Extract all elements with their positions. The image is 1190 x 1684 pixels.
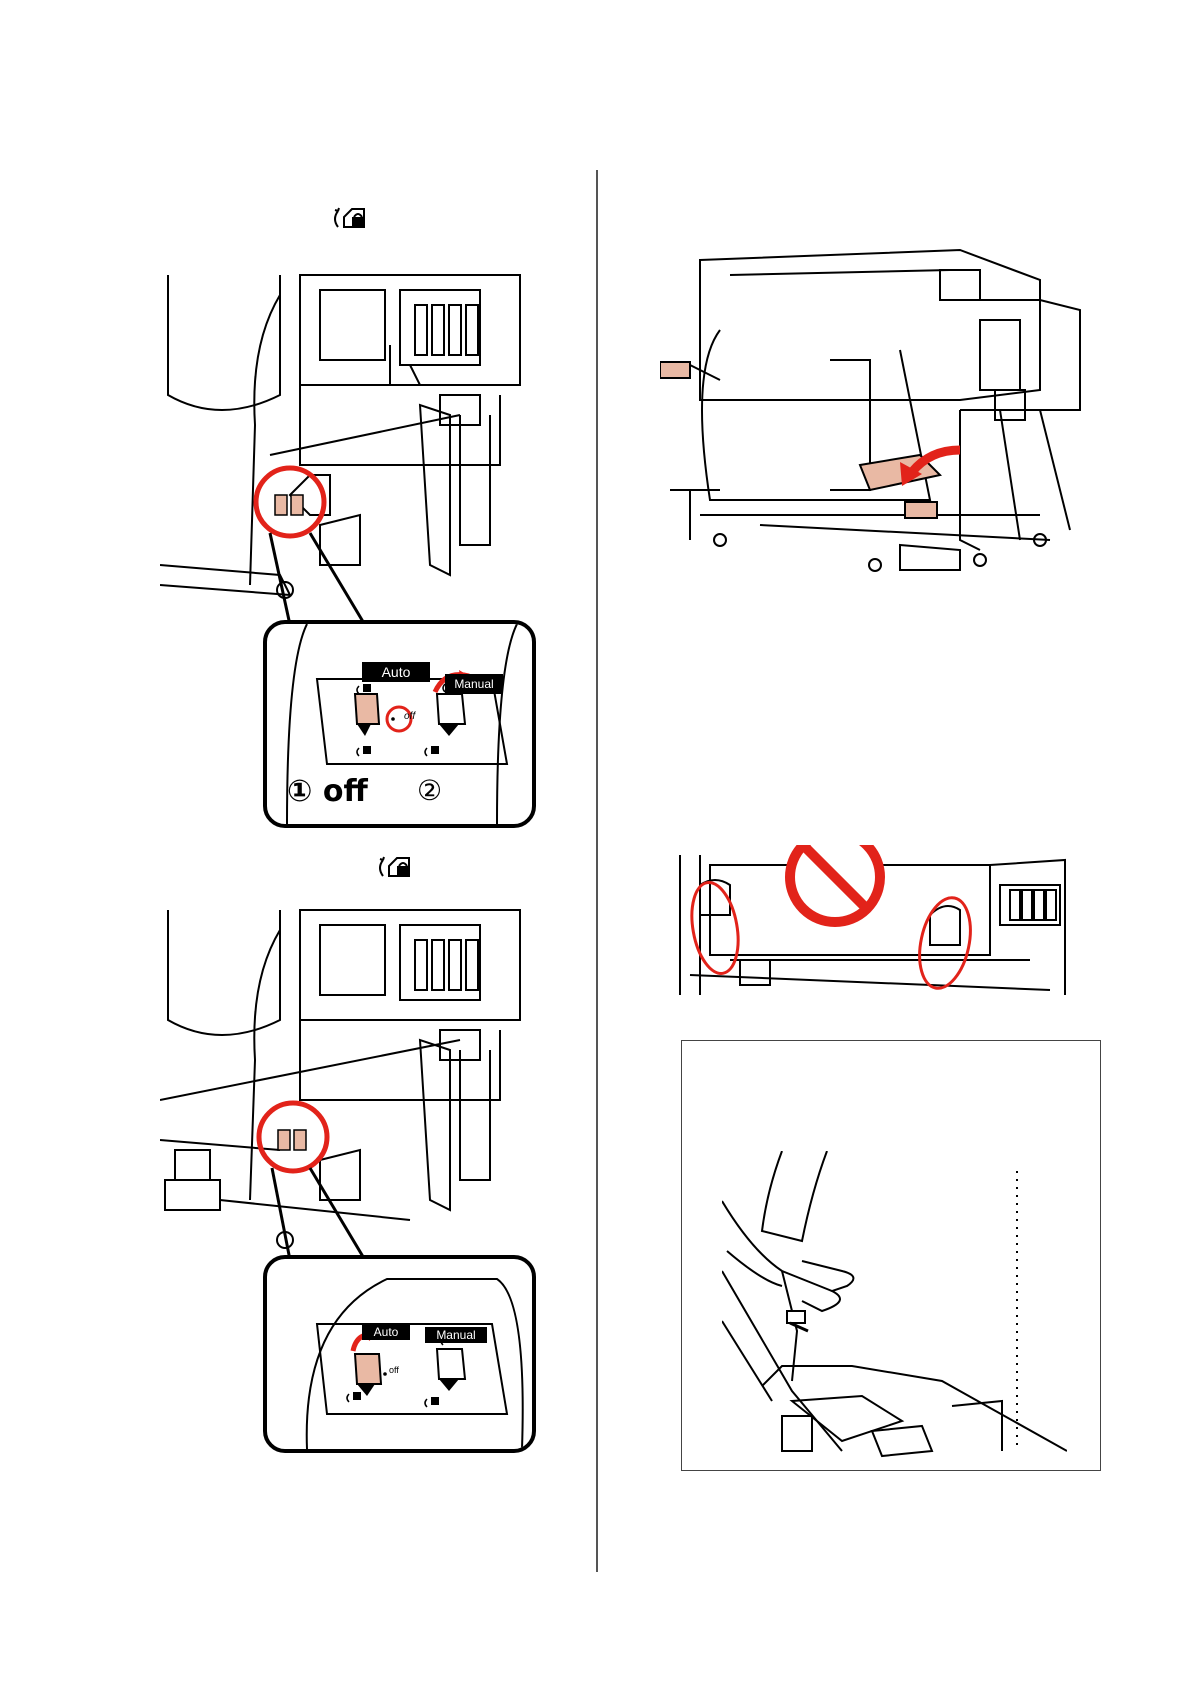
switch-detail-callout-2: Auto Manual off <box>263 1255 536 1453</box>
off-position-label: off <box>404 711 415 722</box>
printer-switch-illustration-1 <box>160 265 555 625</box>
printer-overview-illustration <box>660 240 1085 580</box>
auto-label: Auto <box>362 662 430 682</box>
hand-holding-illustration <box>722 1151 1067 1461</box>
manual-label: Manual <box>425 1327 487 1343</box>
manual-label: Manual <box>445 674 503 694</box>
switch-detail-callout-1: Auto Manual off ① off ② <box>263 620 536 828</box>
auto-label: Auto <box>362 1324 410 1340</box>
takeup-forward-lock-icon <box>330 205 386 231</box>
printer-switch-illustration-2 <box>160 900 555 1260</box>
callout-2: ② <box>417 774 442 807</box>
prohibited-illustration <box>670 845 1070 1005</box>
takeup-forward-lock-icon <box>375 854 431 880</box>
callout-1-off: ① off <box>287 774 368 809</box>
illustration-frame <box>681 1040 1101 1471</box>
switch-panel-drawing <box>267 1259 532 1449</box>
column-divider <box>596 170 598 1572</box>
off-position-label: off <box>389 1365 399 1375</box>
